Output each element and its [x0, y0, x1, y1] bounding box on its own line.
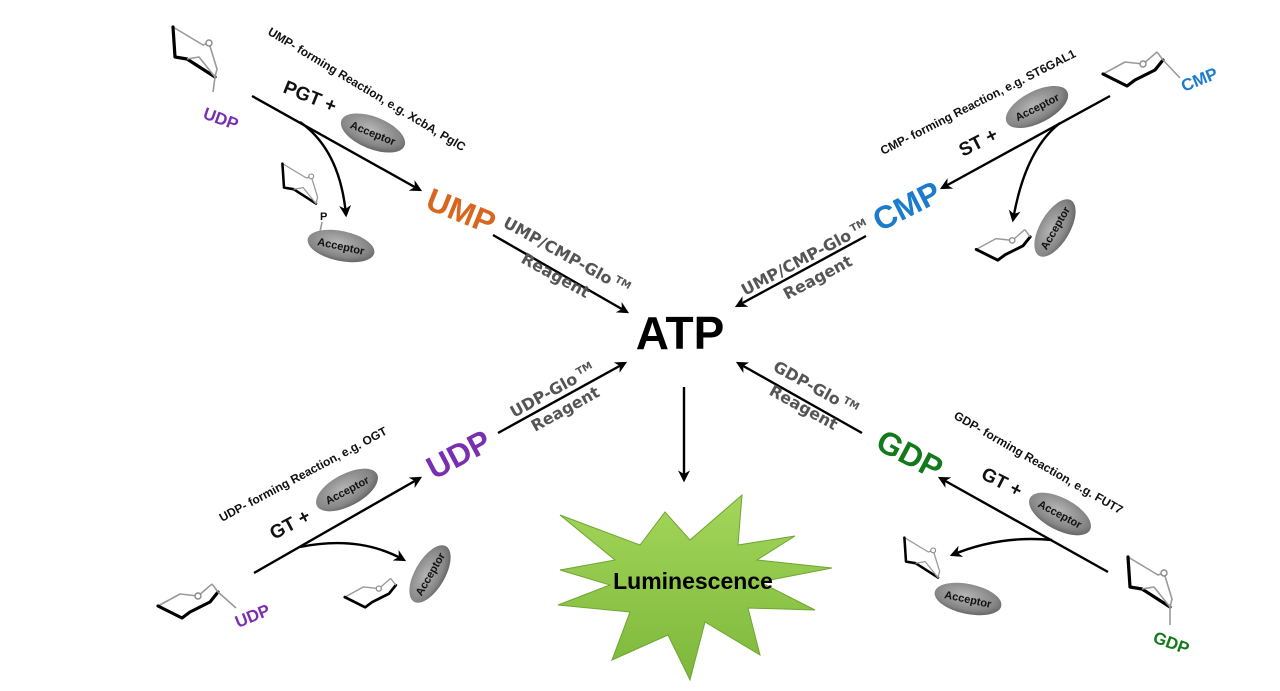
ump-enzyme-label: PGT + — [280, 77, 339, 117]
udp-sugar-ring-icon — [171, 25, 219, 79]
sugar-ring-icon — [281, 162, 319, 205]
gdp-transfer-arrow — [949, 537, 1053, 557]
acceptor-ellipse: Acceptor — [409, 545, 451, 603]
cmp-product-label: CMP — [867, 174, 947, 238]
luminescence-label: Luminescence — [613, 568, 773, 594]
sugar-ring-icon — [903, 536, 941, 579]
acceptor-ellipse: Acceptor — [934, 582, 1002, 616]
ump-branch: UDP UMP- forming Reaction, e.g. XcbA, Pg… — [171, 25, 633, 314]
cmp-branch: CMP CMP- forming Reaction, e.g. ST6GAL1 … — [734, 46, 1221, 308]
gdp-sugar-ring-icon — [1126, 555, 1174, 609]
gdp-product-label: GDP — [871, 422, 949, 486]
ump-branch-donor-udp-label: UDP — [201, 104, 241, 134]
ump-transfer-arrow — [299, 121, 352, 218]
udp-reaction-arrow — [253, 476, 423, 575]
udp-product-label: UDP — [420, 423, 497, 487]
sugar-ring-icon — [974, 228, 1032, 262]
udp-enzyme-label: GT + — [266, 506, 314, 545]
udp-branch: UDP UDP- forming Reaction, e.g. OGT GT +… — [156, 360, 628, 632]
cmp-branch-donor-label: CMP — [1178, 64, 1220, 96]
udp-reagent-arrow — [497, 361, 628, 435]
gdp-reagent-arrow — [735, 361, 863, 435]
cmp-enzyme-label: ST + — [956, 124, 1002, 161]
udp-branch-donor-label: UDP — [232, 601, 272, 632]
acceptor-ellipse: Acceptor — [307, 229, 375, 263]
cmp-reaction-arrow — [939, 94, 1111, 190]
gdp-reaction-arrow — [937, 476, 1109, 574]
gdp-branch-donor-label: GDP — [1151, 628, 1192, 658]
cmp-reagent-arrow — [734, 234, 867, 308]
gdp-branch: GDP GDP- forming Reaction, e.g. FUT7 GT … — [735, 357, 1192, 658]
sugar-ring-icon — [343, 577, 398, 609]
starburst-shape — [557, 493, 833, 682]
udp-transfer-arrow — [299, 541, 407, 562]
cmp-sugar-ring-icon — [1101, 50, 1165, 88]
atp-label: ATP — [636, 307, 725, 359]
gdp-enzyme-label: GT + — [978, 464, 1026, 502]
cmp-transfer-arrow — [1008, 122, 1061, 223]
udp-sugar-ring-icon — [156, 582, 220, 620]
acceptor-ellipse: Acceptor — [1034, 199, 1076, 257]
phosphate-label: P — [320, 211, 327, 223]
ump-reaction-arrow — [251, 94, 423, 192]
luminescence-starburst: Luminescence — [557, 493, 833, 682]
ump-product-label: UMP — [421, 181, 500, 241]
ump-reagent-arrow — [492, 233, 630, 314]
